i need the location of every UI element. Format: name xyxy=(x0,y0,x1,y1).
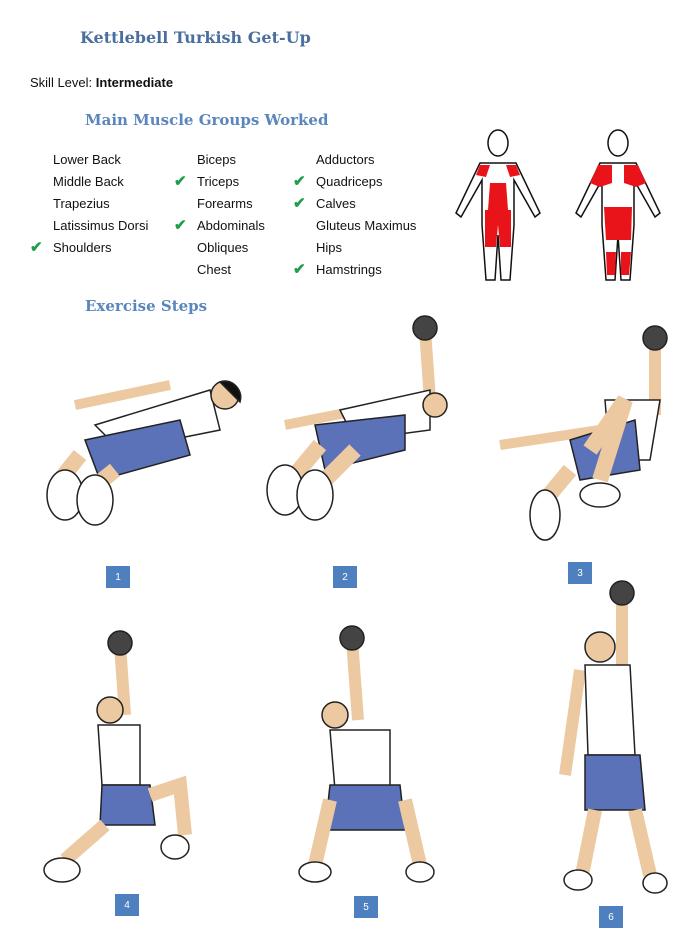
step-number-badge: 3 xyxy=(568,562,592,584)
muscle-item: Adductors xyxy=(316,152,375,167)
check-icon: ✔ xyxy=(174,217,187,234)
check-icon: ✔ xyxy=(174,173,187,190)
skill-value: Intermediate xyxy=(95,75,174,90)
step-number-badge: 1 xyxy=(106,566,130,588)
anatomy-front-figure xyxy=(455,129,541,281)
muscle-item: Hips xyxy=(316,240,343,255)
muscle-item: Trapezius xyxy=(53,196,110,211)
check-icon: ✔ xyxy=(293,195,306,212)
check-icon: ✔ xyxy=(293,173,306,190)
muscle-item: Middle Back xyxy=(53,174,124,189)
step-4-illustration xyxy=(43,630,192,883)
muscle-item: Calves xyxy=(316,196,356,211)
muscle-item: Chest xyxy=(197,262,231,277)
muscle-item: Shoulders xyxy=(53,240,112,255)
step-number-badge: 2 xyxy=(333,566,357,588)
muscle-item: Gluteus Maximus xyxy=(316,218,417,233)
muscle-item: Triceps xyxy=(197,174,240,189)
skill-level: Skill Level: Intermediate xyxy=(30,75,173,90)
skill-label: Skill Level: xyxy=(30,75,93,90)
muscle-item: Lower Back xyxy=(53,152,121,167)
muscles-heading: Main Muscle Groups Worked xyxy=(85,111,329,129)
muscle-item: Latissimus Dorsi xyxy=(53,218,149,233)
check-icon: ✔ xyxy=(30,239,43,256)
steps-heading: Exercise Steps xyxy=(85,297,208,315)
step-2-illustration xyxy=(266,315,448,521)
check-icon: ✔ xyxy=(293,261,306,278)
anatomy-back-figure xyxy=(575,129,661,281)
step-number-badge: 4 xyxy=(115,894,139,916)
muscle-item: Hamstrings xyxy=(316,262,382,277)
step-3-illustration xyxy=(499,325,668,541)
muscle-item: Abdominals xyxy=(197,218,265,233)
muscle-item: Forearms xyxy=(197,196,253,211)
step-1-illustration xyxy=(46,380,242,526)
step-6-illustration xyxy=(559,580,668,894)
muscle-item: Obliques xyxy=(197,240,249,255)
page-title: Kettlebell Turkish Get-Up xyxy=(80,28,311,47)
muscle-item: Biceps xyxy=(197,152,237,167)
muscle-item: Quadriceps xyxy=(316,174,383,189)
step-number-badge: 6 xyxy=(599,906,623,928)
step-5-illustration xyxy=(298,625,435,883)
step-number-badge: 5 xyxy=(354,896,378,918)
